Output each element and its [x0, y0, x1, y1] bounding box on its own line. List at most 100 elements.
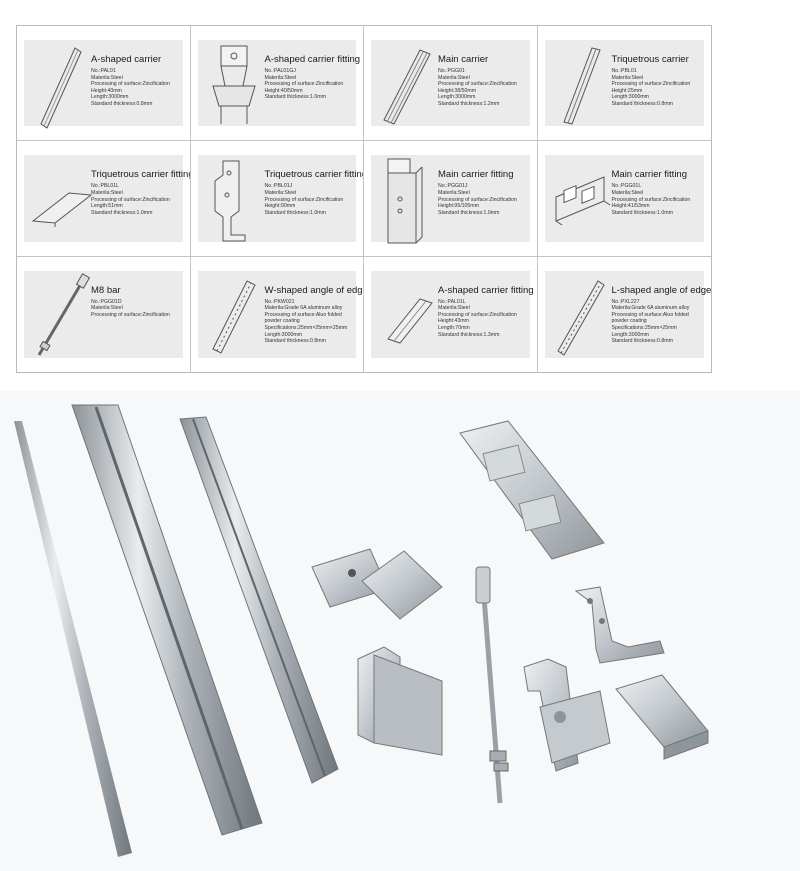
item-spec: Specifications:25mm×25mm: [611, 325, 677, 332]
l-shaped-angle-icon: [548, 267, 614, 363]
cell-background: [24, 270, 183, 358]
triquetrous-carrier-icon: [548, 36, 614, 132]
item-spec: No.:PBL01: [611, 68, 637, 74]
cell-background: [24, 155, 183, 242]
channel-connector: [615, 674, 709, 760]
item-spec: Standard thickness:1.0mm: [438, 209, 500, 216]
item-spec: Standard thickness:0.8mm: [611, 100, 673, 107]
main-carrier-fitting-icon: [374, 151, 440, 247]
item-spec: No.:PAL01GJ: [264, 68, 296, 74]
catalog-cell: A-shaped carrier No.:PAL01 Materila:Stee…: [17, 26, 191, 142]
catalog-cell: Main carrier fitting No.:PGG01L Materila…: [537, 141, 711, 257]
item-spec: No.:PXL227: [611, 298, 640, 305]
catalog-cell: M8 bar No.:PGG01D Materila:Steel Process…: [17, 256, 191, 372]
item-spec: No.:PKW021: [264, 298, 295, 305]
item-spec: Materila:Steel: [611, 189, 644, 196]
catalog-cell: A-shaped carrier fitting No.:PAL01GJ Mat…: [190, 26, 364, 142]
item-spec: powder coating: [611, 318, 647, 325]
item-title: Main carrier: [438, 54, 489, 65]
item-spec: Length:51mm: [91, 203, 123, 210]
item-title: Triquetrous carrier: [611, 54, 689, 65]
item-spec: Processing of surface:Zincification: [91, 81, 170, 88]
a-shaped-carrier-icon: [27, 36, 93, 132]
item-title: Main carrier fitting: [611, 169, 688, 181]
item-spec: Materila:Steel: [91, 189, 123, 196]
item-spec: Standard thickness:0.8mm: [91, 100, 153, 107]
triquetrous-hanger: [574, 586, 665, 664]
main-carrier-hanger: [523, 658, 611, 772]
catalog-cell: Main carrier No.:PGG01 Materila:Steel Pr…: [364, 26, 538, 142]
item-spec: Materila:Grade 6A aluminum alloy: [611, 305, 690, 312]
item-spec: Materila:Steel: [264, 189, 297, 196]
main-carrier-icon: [374, 36, 440, 132]
item-spec: Height:95/105mm: [438, 203, 479, 210]
item-title: Main carrier fitting: [438, 169, 514, 181]
w-shaped-angle-icon: [201, 267, 267, 363]
item-title: A-shaped carrier fitting: [438, 284, 534, 296]
item-spec: powder coating: [264, 318, 300, 325]
item-title: W-shaped angle of edge: [264, 284, 364, 296]
catalog-cell: L-shaped angle of edge No.:PXL227 Materi…: [538, 257, 712, 372]
item-spec: No.:PBL01L: [91, 183, 119, 190]
item-spec: Standard thickness:1.0mm: [264, 94, 326, 101]
item-title: A-shaped carrier: [91, 54, 162, 65]
item-spec: Standard thickness:1.2mm: [438, 100, 500, 107]
item-spec: Standard thickness:0.8mm: [611, 338, 673, 345]
m8-bar-icon: [27, 267, 93, 363]
item-spec: Processing of surface:Zincification: [91, 311, 170, 318]
main-carrier-fitting-plate: [459, 420, 605, 560]
item-spec: Length:3000mm: [611, 331, 650, 338]
item-spec: Length:70mm: [438, 325, 470, 332]
a-shaped-carrier-fitting-icon: [201, 36, 267, 132]
item-title: Triquetrous carrier fitting: [91, 169, 191, 181]
main-carrier-clip: [357, 646, 443, 756]
item-spec: Materila:Steel: [438, 74, 470, 81]
item-spec: No.:PGG01L: [611, 183, 642, 190]
item-spec: No.:PGG01D: [91, 298, 122, 305]
cell-background: [544, 270, 704, 358]
item-spec: Processing of surface:Zincification: [91, 196, 170, 203]
a-shaped-fitting: [311, 548, 443, 620]
item-spec: Materila:Steel: [264, 74, 297, 81]
item-spec: Standard thickness:0.8mm: [264, 338, 326, 345]
item-spec: No.:PGG01: [438, 68, 465, 74]
catalog-cell: Triquetrous carrier fitting No.:PBL01L M…: [17, 141, 191, 257]
item-spec: No.:PAL01: [91, 68, 116, 74]
item-spec: Height:41/53mm: [611, 203, 650, 210]
item-title: Triquetrous carrier fitting: [264, 169, 364, 181]
item-spec: Height:38/50mm: [438, 87, 477, 94]
item-spec: Materila:Steel: [91, 74, 123, 81]
long-carrier-rail: [14, 421, 132, 857]
item-spec: Standard thickness:1.0mm: [264, 209, 326, 216]
item-title: M8 bar: [91, 284, 121, 296]
item-spec: Height:25mm: [611, 87, 643, 94]
item-spec: Processing of surface:Zincification: [611, 81, 691, 88]
item-spec: Height:40/50mm: [264, 87, 303, 94]
item-spec: Length:3000mm: [438, 94, 476, 101]
catalog-cell: W-shaped angle of edge No.:PKW021 Materi…: [191, 256, 364, 372]
catalog-cell: Main carrier fitting No.:PGG01J Materila…: [364, 141, 538, 257]
item-spec: Materila:Steel: [438, 189, 470, 196]
m8-threaded-bar: [475, 566, 509, 804]
item-title: A-shaped carrier fitting: [264, 54, 361, 65]
a-shaped-carrier-connector-icon: [374, 267, 440, 363]
item-spec: Materila:Steel: [91, 305, 123, 312]
item-spec: Processing of surface:Aluo folded: [264, 311, 342, 318]
triquetrous-carrier-fitting-icon: [27, 151, 93, 247]
main-carrier-rail: [71, 404, 263, 836]
item-spec: Length:3000mm: [91, 94, 129, 101]
product-catalog-grid: A-shaped carrier No.:PAL01 Materila:Stee…: [16, 25, 712, 373]
item-title: L-shaped angle of edge: [611, 284, 712, 296]
item-spec: Materila:Steel: [438, 305, 470, 312]
item-spec: No.:PBL01J: [264, 183, 293, 190]
item-spec: Standard thickness:1.3mm: [438, 331, 500, 338]
catalog-cell: Triquetrous carrier fitting No.:PBL01J M…: [190, 141, 364, 257]
item-spec: Processing of surface:Zincification: [264, 81, 344, 88]
cell-background: [371, 270, 530, 358]
item-spec: Height:40mm: [91, 87, 122, 94]
item-spec: Materila:Grade 6A aluminum alloy: [264, 305, 343, 312]
item-spec: Standard thickness:1.0mm: [611, 209, 673, 216]
triquetrous-hanger-icon: [201, 151, 267, 247]
item-spec: Processing of surface:Zincification: [438, 311, 517, 318]
item-spec: Processing of surface:Aluo folded: [611, 311, 689, 318]
